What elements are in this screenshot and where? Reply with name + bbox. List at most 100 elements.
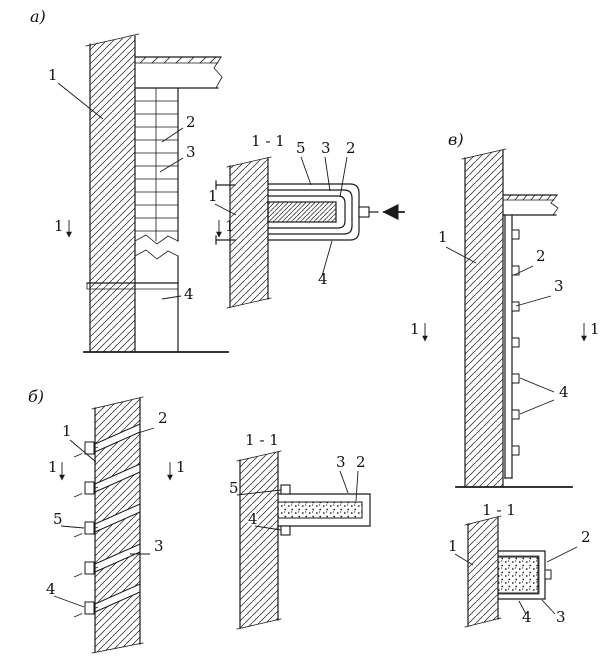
figure-b-section-callout-5: 5 <box>228 478 282 499</box>
figure-a-section-wall <box>226 156 272 309</box>
figure-b-callout-4: 4 <box>46 580 85 608</box>
strap-outline <box>277 493 371 527</box>
figure-b: б) <box>28 387 186 654</box>
figure-a-label: а) <box>30 7 46 26</box>
break-line <box>464 617 502 628</box>
figure-v-section-wall <box>464 515 502 628</box>
break-line <box>226 156 272 168</box>
figure-a-floor-slab <box>134 56 223 89</box>
figure-a-section-clamp <box>267 183 379 241</box>
bottom-cleat <box>280 525 291 536</box>
figure-a-section-callout-2: 2 <box>339 139 356 198</box>
figure-b-cut-mark-left: 1 <box>48 458 65 481</box>
wall-hatch <box>468 517 498 626</box>
figure-b-callout-5: 5 <box>53 510 85 529</box>
cut-label: 1 <box>410 320 420 338</box>
figure-b-section-title: 1 - 1 <box>245 431 279 449</box>
break-line <box>91 396 144 410</box>
figure-v-cut-mark-left: 1 <box>410 320 428 342</box>
callout-label: 2 <box>536 247 546 265</box>
figure-a-cut-mark-left: 1 <box>54 217 72 238</box>
callout-label: 4 <box>522 608 532 626</box>
timber-core <box>267 201 337 223</box>
cut-label: 1 <box>176 458 186 476</box>
figure-v-section-callout-1: 1 <box>448 537 474 566</box>
callout-label: 5 <box>53 510 63 528</box>
figure-b-section-wall <box>236 450 282 630</box>
figure-a-pilaster <box>86 87 179 353</box>
figure-a: а) 1 <box>30 7 235 353</box>
bolt <box>544 569 552 580</box>
break-line <box>464 515 502 526</box>
callout-label: 1 <box>48 66 58 84</box>
callout-label: 4 <box>46 580 56 598</box>
callout-label: 2 <box>581 528 591 546</box>
figure-a-section-callout-5: 5 <box>296 139 312 186</box>
wall-hatch <box>465 150 503 487</box>
figure-v-section-callout-3: 3 <box>541 599 566 626</box>
middle-channel <box>267 189 353 235</box>
figure-v-section-callout-2: 2 <box>546 528 591 563</box>
figure-v-callout-1: 1 <box>438 228 477 264</box>
figure-b-label: б) <box>28 387 44 406</box>
callout-label: 2 <box>158 409 168 427</box>
figure-a-callout-1: 1 <box>48 66 104 120</box>
figure-a-section-title: 1 - 1 <box>251 132 285 150</box>
grout-block <box>497 556 539 594</box>
figure-b-wall <box>73 396 144 654</box>
figure-a-section: 1 - 1 5 3 2 <box>208 132 405 309</box>
break-line <box>85 33 140 47</box>
callout-label: 2 <box>346 139 356 157</box>
figure-v-wall <box>455 148 573 488</box>
bolt <box>358 206 370 218</box>
callout-label: 2 <box>356 453 366 471</box>
callout-label: 5 <box>296 139 306 157</box>
cut-label: 1 <box>48 458 58 476</box>
figure-a-callout-2: 2 <box>161 113 196 143</box>
figure-v-callout-4: 4 <box>519 377 569 415</box>
break-line <box>213 56 223 89</box>
break-line <box>226 297 272 309</box>
figure-b-section-strap <box>277 484 371 536</box>
callout-label: 4 <box>559 383 569 401</box>
cut-label: 1 <box>54 217 64 235</box>
callout-label: 4 <box>248 510 258 528</box>
callout-label: 1 <box>448 537 458 555</box>
callout-label: 5 <box>229 479 239 497</box>
figure-v-callout-3: 3 <box>515 277 564 307</box>
diagonal-straps <box>94 423 141 613</box>
figure-v-label: в) <box>448 130 464 149</box>
anchor-plates <box>84 441 95 615</box>
break-line <box>236 618 282 630</box>
figure-a-section-callout-3: 3 <box>321 139 331 192</box>
callout-label: 3 <box>336 453 346 471</box>
figure-v-floor-slab <box>502 194 559 216</box>
callout-label: 1 <box>208 187 218 205</box>
figure-a-section-callout-4: 4 <box>318 240 333 288</box>
wall-hatch <box>90 36 135 352</box>
channel-inner <box>497 555 540 595</box>
figure-v-section-callout-4: 4 <box>518 600 532 626</box>
figure-a-wall <box>83 33 229 353</box>
figure-b-section-callout-3: 3 <box>336 453 349 494</box>
figure-v-section: 1 - 1 1 2 4 3 <box>448 501 591 628</box>
masonry-courses <box>134 100 179 232</box>
break-line <box>236 450 282 462</box>
figure-b-callout-1: 1 <box>62 422 97 463</box>
figure-a-callout-4: 4 <box>161 285 194 303</box>
break-line <box>134 249 179 260</box>
wall-hatch <box>240 452 278 628</box>
cut-label: 1 <box>590 320 600 338</box>
break-line <box>461 148 507 160</box>
figure-v-cut-mark-right: 1 <box>581 320 600 342</box>
figure-a-section-callout-1: 1 <box>208 187 237 216</box>
callout-label: 3 <box>154 537 164 555</box>
figure-b-section: 1 - 1 3 2 5 4 <box>228 431 371 630</box>
figure-b-callout-2: 2 <box>137 409 168 434</box>
inner-channel <box>267 195 346 229</box>
break-line <box>91 642 144 654</box>
figure-v-callout-2: 2 <box>513 247 546 276</box>
figure-b-section-callout-4: 4 <box>247 509 282 531</box>
figure-b-section-callout-2: 2 <box>355 453 366 502</box>
